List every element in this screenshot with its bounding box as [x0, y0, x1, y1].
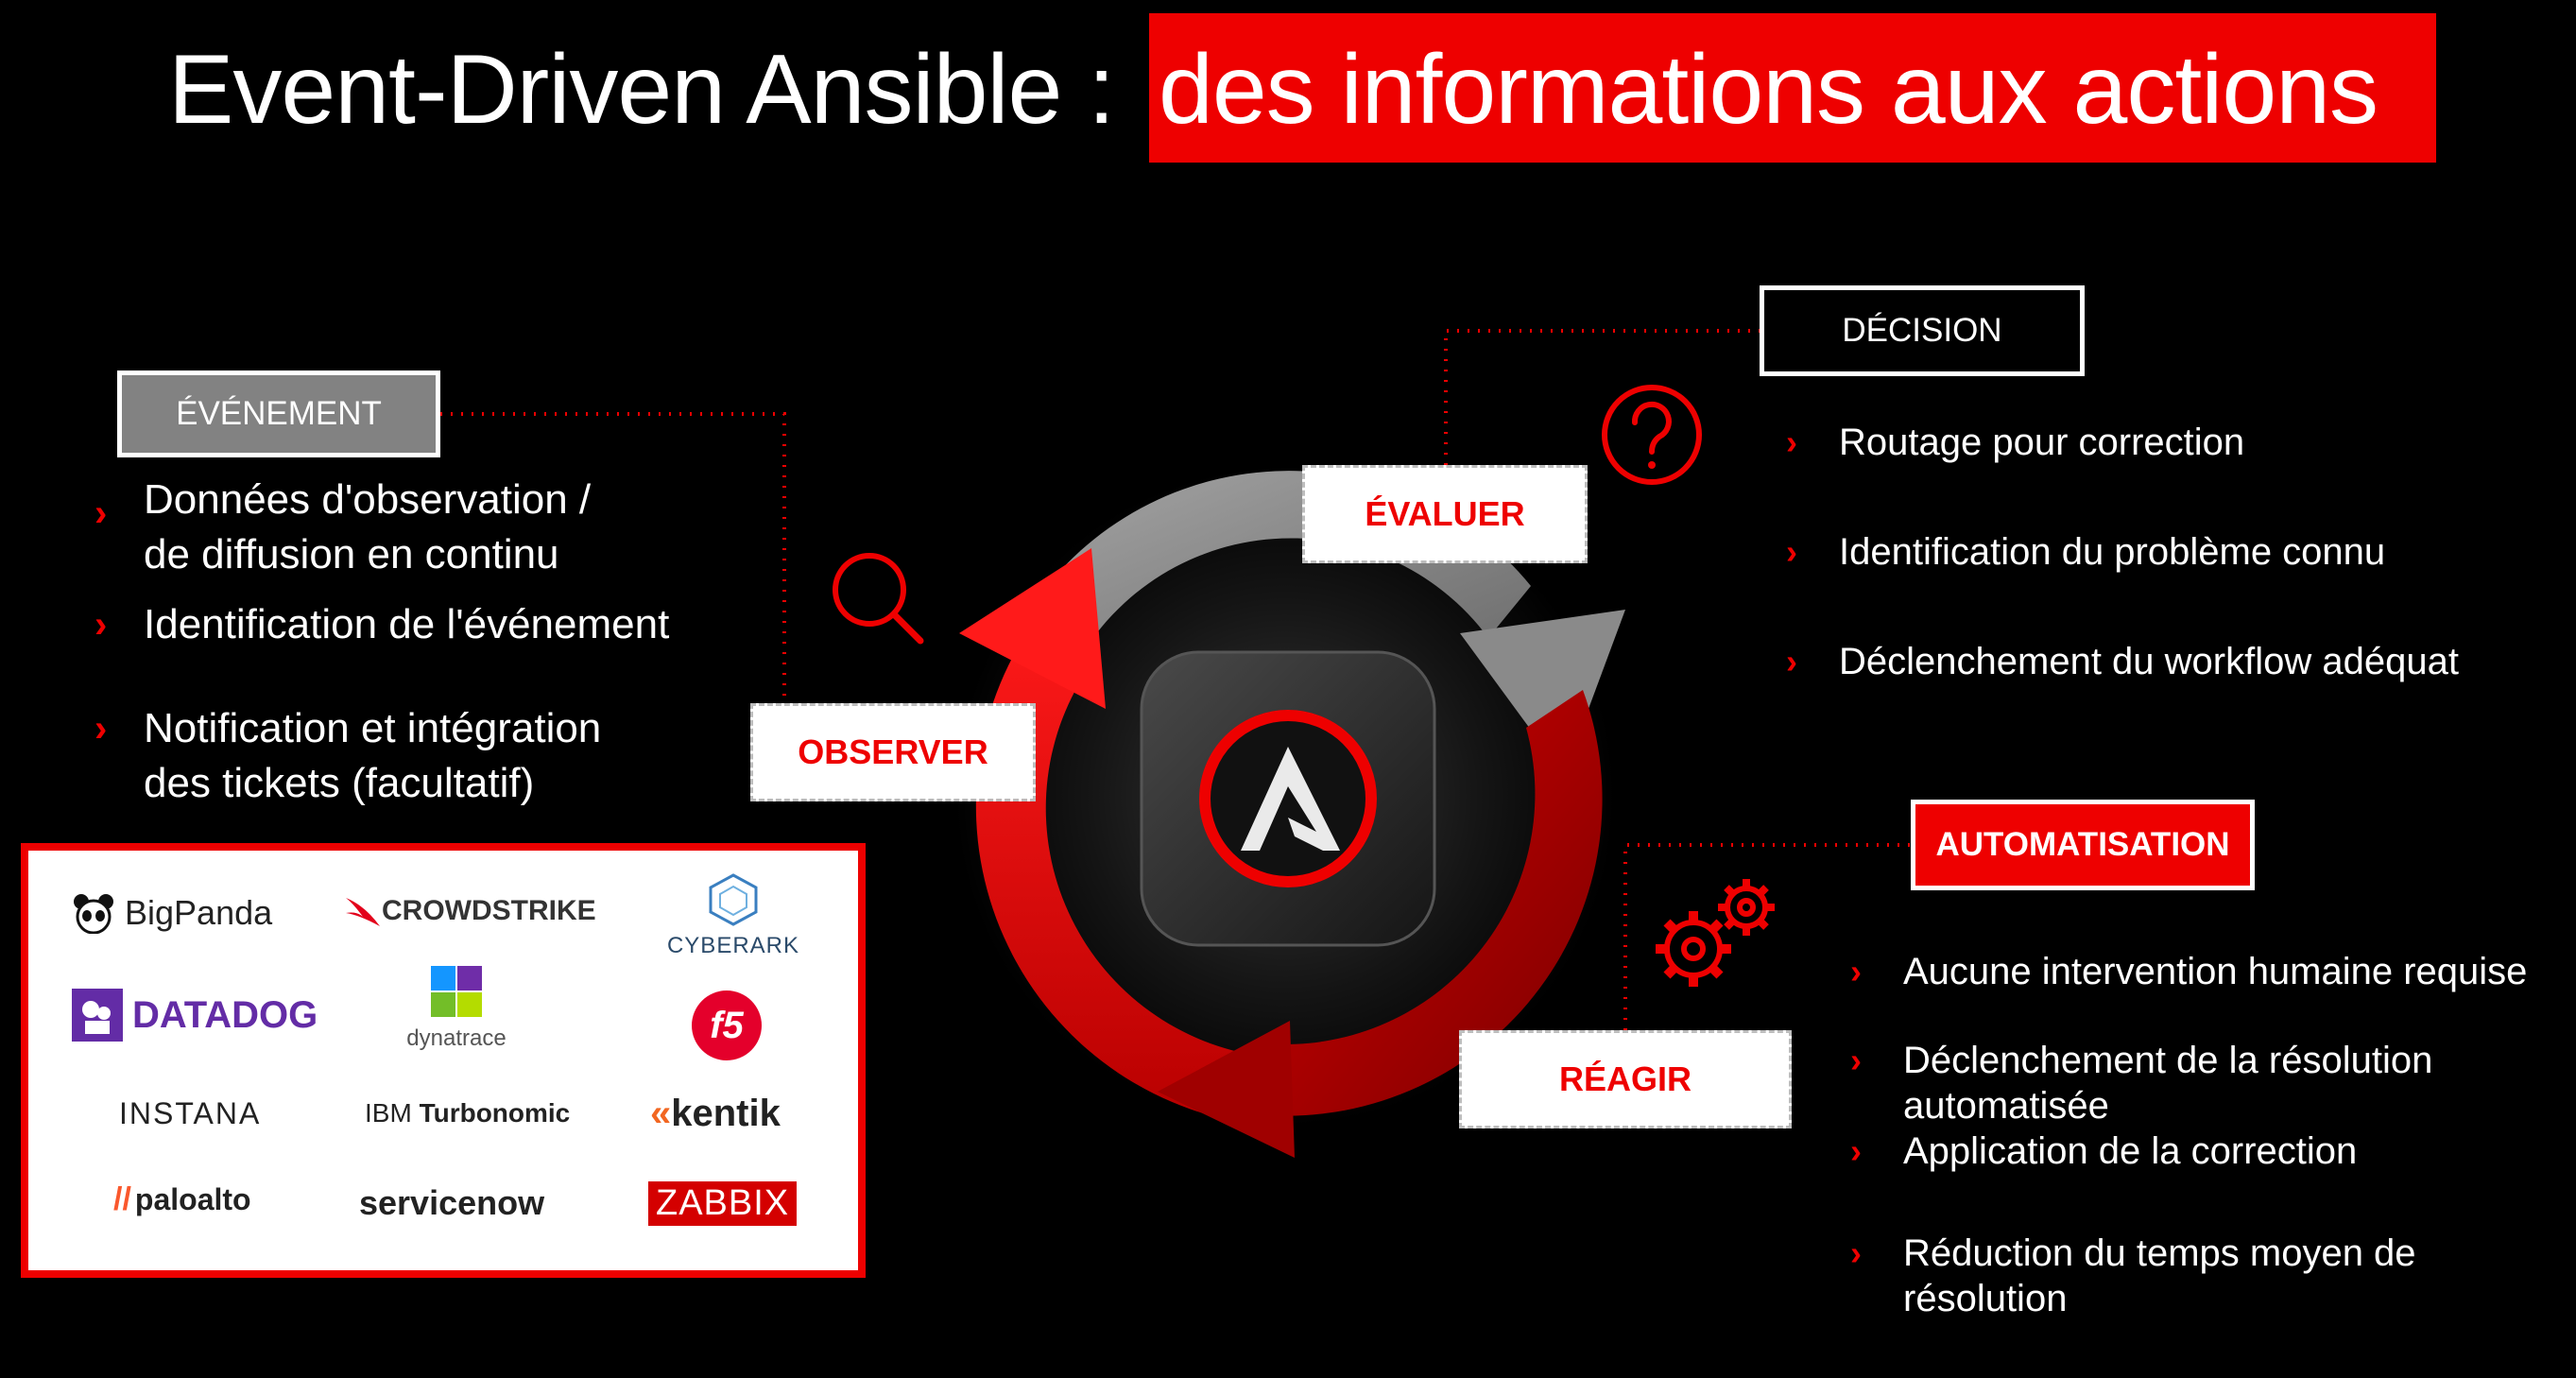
logo-datadog: DATADOG: [70, 985, 318, 1045]
title-highlight-text: des informations aux actions: [1159, 35, 2379, 145]
ansible-a-mark: [1241, 747, 1340, 851]
decision-item-text: Identification du problème connu: [1839, 531, 2386, 573]
cycle-arrowhead-darkred: [1158, 1021, 1295, 1158]
automation-item: › Aucune intervention humaine requise: [1850, 949, 2527, 994]
connector-decision: [1444, 329, 1760, 465]
paloalto-icon: //: [113, 1181, 131, 1217]
automation-item-line: Aucune intervention humaine requise: [1903, 951, 2528, 992]
title-highlight-box: [1149, 13, 2436, 163]
event-item-line: Identification de l'événement: [144, 601, 670, 647]
automation-item-line: résolution: [1903, 1278, 2068, 1319]
cycle-arc-darkred: [1266, 690, 1603, 1116]
connector-automatisation: [1623, 843, 1911, 1030]
chevron-right-icon: ›: [1786, 642, 1797, 680]
automation-item-line: Application de la correction: [1903, 1130, 2358, 1172]
event-item: › Identification de l'événement: [94, 597, 669, 652]
falcon-icon: [346, 898, 380, 926]
automation-item: › Réduction du temps moyen de résolution: [1850, 1231, 2416, 1321]
event-item-line: Données d'observation /: [144, 476, 592, 523]
question-mark-icon: [1602, 385, 1702, 485]
panda-icon: [74, 894, 113, 934]
dynatrace-icon: [431, 966, 482, 1017]
decision-item-text: Routage pour correction: [1839, 422, 2245, 463]
event-item-line: de diffusion en continu: [144, 531, 559, 577]
automation-item-line: Réduction du temps moyen de: [1903, 1232, 2416, 1274]
chevron-right-icon: ›: [1786, 532, 1797, 571]
decision-item: › Déclenchement du workflow adéquat: [1786, 639, 2459, 684]
automation-item-line: automatisée: [1903, 1085, 2109, 1127]
magnifier-icon: [833, 553, 924, 645]
decision-item-text: Déclenchement du workflow adéquat: [1839, 641, 2459, 682]
datadog-dog-icon: [72, 989, 123, 1042]
integration-logos-panel: BigPanda CROWDSTRIKE CYBERARK DATADOG dy…: [21, 843, 866, 1278]
kentik-chevron-icon: «: [650, 1093, 672, 1134]
header-automatisation: AUTOMATISATION: [1911, 800, 2255, 890]
logo-ibm-turbonomic: IBM Turbonomic: [365, 1098, 571, 1128]
connector-evenement: [440, 412, 786, 703]
chevron-right-icon: ›: [1850, 1233, 1862, 1272]
stage-evaluer: ÉVALUER: [1302, 465, 1588, 563]
header-decision: DÉCISION: [1760, 285, 2085, 376]
logo-instana: INSTANA: [119, 1096, 262, 1130]
logo-servicenow: servicenow: [359, 1183, 545, 1222]
event-item-line: des tickets (facultatif): [144, 760, 535, 806]
stage-observer: OBSERVER: [750, 703, 1036, 801]
automation-item: › Déclenchement de la résolution automat…: [1850, 1038, 2432, 1128]
automation-item-line: Déclenchement de la résolution: [1903, 1040, 2433, 1081]
chevron-right-icon: ›: [94, 492, 108, 534]
logo-paloalto: // paloalto: [113, 1181, 251, 1217]
cycle-arrowhead-gray: [1460, 610, 1625, 775]
logo-kentik: « kentik: [650, 1093, 781, 1134]
decision-item: › Identification du problème connu: [1786, 529, 2385, 575]
title-prefix: Event-Driven Ansible :: [168, 35, 1115, 145]
chevron-right-icon: ›: [1786, 422, 1797, 461]
chevron-right-icon: ›: [1850, 1131, 1862, 1170]
event-item: › Données d'observation / de diffusion e…: [94, 473, 591, 582]
chevron-right-icon: ›: [1850, 952, 1862, 990]
event-item: › Notification et intégration des ticket…: [94, 701, 601, 811]
chevron-right-icon: ›: [94, 708, 108, 749]
header-evenement: ÉVÉNEMENT: [117, 370, 440, 457]
decision-item: › Routage pour correction: [1786, 420, 2244, 465]
ansible-logo-icon: [1199, 710, 1377, 887]
logo-zabbix: ZABBIX: [648, 1181, 798, 1226]
cyberark-cube-icon: [709, 873, 758, 926]
chevron-right-icon: ›: [1850, 1041, 1862, 1079]
automation-item: › Application de la correction: [1850, 1128, 2357, 1174]
chevron-right-icon: ›: [94, 604, 108, 646]
cycle-arrowhead-red: [959, 548, 1106, 709]
event-item-line: Notification et intégration: [144, 705, 602, 751]
logo-f5: f5: [692, 990, 762, 1060]
logo-crowdstrike: CROWDSTRIKE: [344, 892, 596, 930]
logo-dynatrace: dynatrace: [395, 962, 518, 1052]
logo-cyberark: CYBERARK: [658, 871, 809, 959]
gears-icon: [1656, 879, 1775, 987]
cycle-arc-red: [975, 614, 1247, 1120]
stage-reagir: RÉAGIR: [1459, 1030, 1792, 1128]
logo-bigpanda: BigPanda: [70, 892, 272, 934]
